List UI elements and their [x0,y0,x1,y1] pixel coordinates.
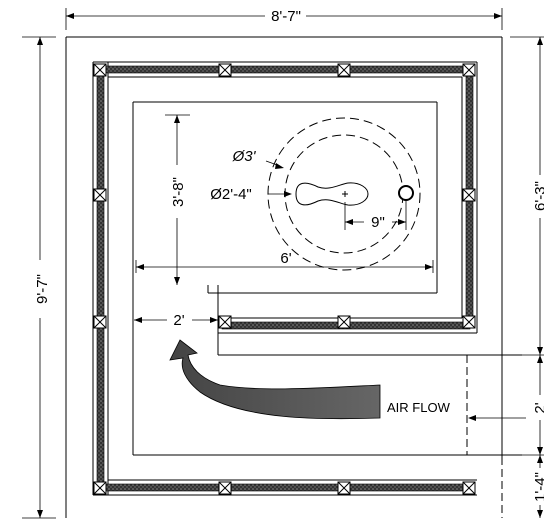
insulation-top [99,65,471,74]
insulation-bands [96,65,474,492]
dim-outer-circle: Ø3' [232,148,257,165]
dim-drain-offset: 9" [371,214,385,231]
stud-marker [218,63,232,77]
stud-marker [462,315,476,329]
outer-wall [65,36,503,518]
inner-walls [92,61,522,496]
keyhole-drain [295,182,369,206]
air-flow-arrow [169,339,381,420]
dim-room-depth: 3'-8" [170,177,187,207]
stud-marker [218,315,232,329]
stud-marker [337,481,351,495]
stud-marker [93,315,107,329]
dim-inner-circle: Ø2'-4" [210,186,252,203]
center-mark [342,191,348,197]
stud-marker [462,188,476,202]
dimension-arrowheads [37,13,543,518]
air-flow-label: AIR FLOW [387,400,451,415]
dim-room-width: 6' [280,250,291,267]
drain-hole [398,185,414,201]
stud-marker [93,188,107,202]
dim-right-middle: 2' [532,402,544,413]
stud-marker [337,315,351,329]
dim-passage-width: 2' [173,312,184,329]
dim-right-upper: 6'-3" [532,181,544,211]
stud-marker [337,63,351,77]
opening-dashed-lines [466,355,503,518]
stud-marker [93,63,107,77]
dim-overall-width: 8'-7" [271,8,301,25]
stud-marker [93,481,107,495]
stud-marker [218,481,232,495]
stud-markers [93,63,476,495]
insulation-left [96,69,105,489]
stud-marker [462,63,476,77]
dim-right-lower: 1'-4" [532,472,544,502]
dim-overall-height: 9'-7" [34,274,51,304]
insulation-bottom [99,483,471,492]
stud-marker [462,481,476,495]
